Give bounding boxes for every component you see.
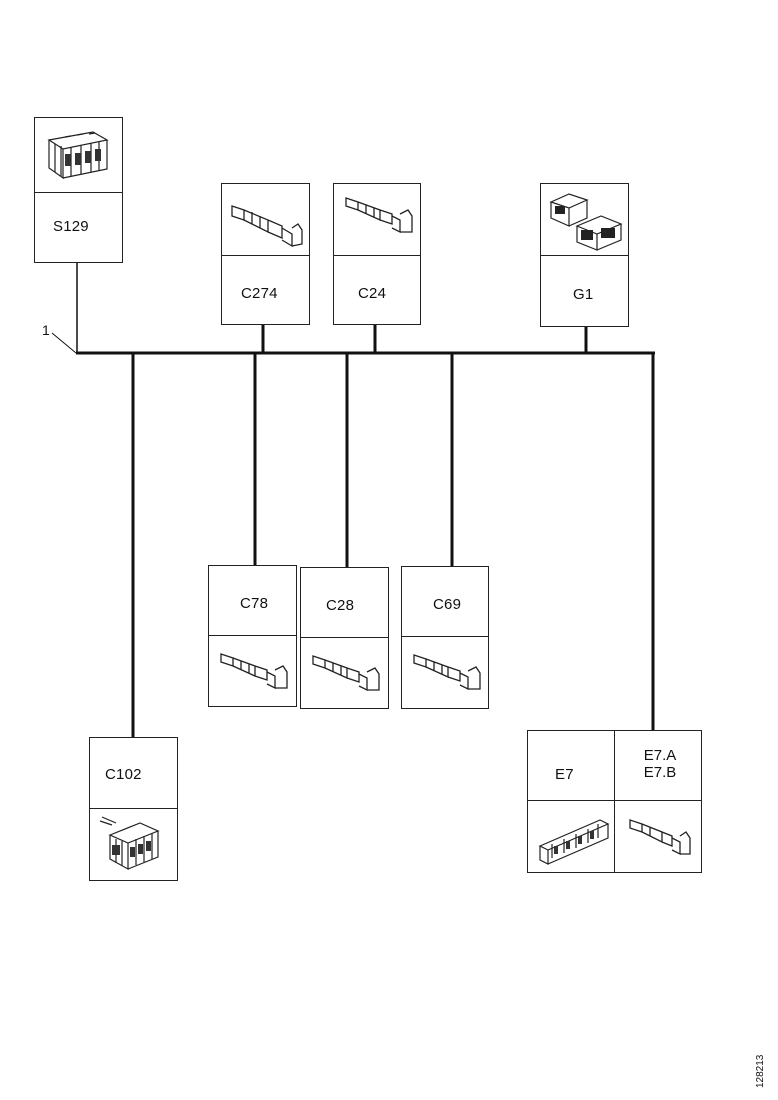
- connector-g1-label: G1: [573, 286, 594, 303]
- connector-c69-label: C69: [433, 596, 462, 613]
- connector-s129-label: S129: [53, 218, 89, 235]
- connector-c28-image: [301, 637, 388, 709]
- connector-e7-label: E7: [555, 766, 574, 783]
- dual-connector-icon: [549, 193, 623, 251]
- connector-block-icon: [99, 816, 160, 871]
- connector-c24-image: [334, 184, 420, 256]
- reference-leader: [51, 332, 77, 354]
- connector-s129[interactable]: S129: [34, 117, 123, 263]
- connector-e7a-label: E7.A: [643, 747, 677, 764]
- terminal-pin-icon: [345, 197, 413, 234]
- connector-c78-label: C78: [240, 595, 269, 612]
- connector-c274-label: C274: [241, 285, 278, 302]
- connector-s129-image: [35, 118, 122, 193]
- connector-c28-label: C28: [326, 597, 355, 614]
- terminal-pin-icon: [220, 653, 288, 690]
- connector-g1[interactable]: G1: [540, 183, 629, 327]
- connector-g1-image: [541, 184, 628, 256]
- reference-number: 1: [42, 322, 50, 338]
- connector-e7-sub-labels: E7.A E7.B: [632, 747, 688, 781]
- terminal-pin-icon: [312, 655, 380, 692]
- connector-c69-image: [402, 636, 488, 708]
- connector-e7b-label: E7.B: [643, 764, 677, 781]
- connector-e7[interactable]: E7 E7.A E7.B: [527, 730, 702, 873]
- long-connector-icon: [538, 819, 610, 865]
- connector-c69[interactable]: C69: [401, 566, 489, 709]
- connector-c78[interactable]: C78: [208, 565, 297, 707]
- connector-c274[interactable]: C274: [221, 183, 310, 325]
- document-id: 128213: [755, 1054, 766, 1088]
- connector-e7-divider-v: [614, 731, 615, 872]
- connector-c24[interactable]: C24: [333, 183, 421, 325]
- connector-c274-image: [222, 184, 309, 256]
- connector-c102-label: C102: [105, 766, 142, 783]
- multi-pin-connector-icon: [47, 131, 109, 180]
- connector-c28[interactable]: C28: [300, 567, 389, 709]
- connector-c24-label: C24: [358, 285, 387, 302]
- connector-c102[interactable]: C102: [89, 737, 178, 881]
- connector-c102-image: [90, 808, 177, 881]
- connector-e7-divider-h: [528, 800, 701, 801]
- terminal-pin-icon: [413, 654, 481, 691]
- terminal-pin-icon: [629, 819, 691, 856]
- terminal-pin-icon: [231, 205, 303, 248]
- connector-c78-image: [209, 635, 296, 707]
